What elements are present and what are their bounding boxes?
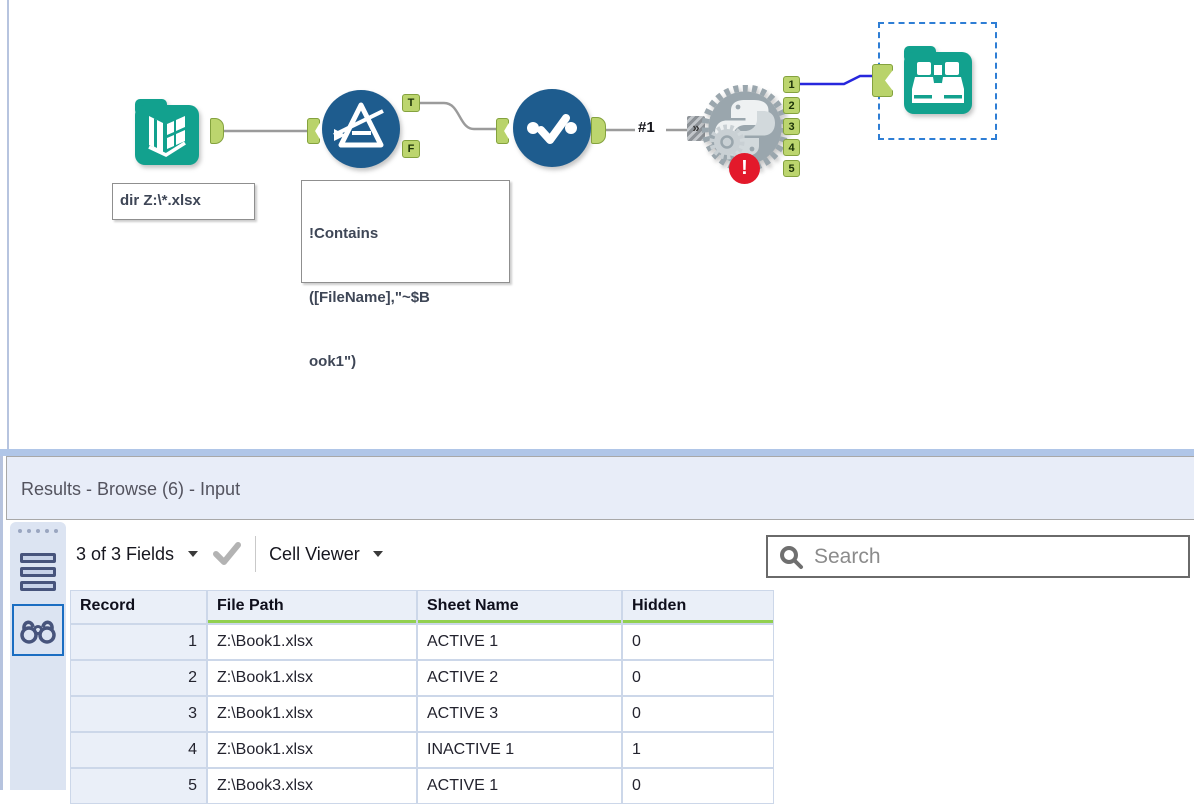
unique-icon xyxy=(513,89,591,167)
browse-tool[interactable] xyxy=(900,44,976,118)
python-output-anchor-5[interactable]: 5 xyxy=(783,160,800,177)
results-toolbar: 3 of 3 Fields Cell Viewer xyxy=(70,524,383,584)
header-underline xyxy=(418,620,621,623)
fields-dropdown[interactable]: 3 of 3 Fields xyxy=(76,543,175,564)
search-box[interactable] xyxy=(766,535,1190,578)
data-cell[interactable]: INACTIVE 1 xyxy=(418,733,621,767)
data-cell[interactable]: 0 xyxy=(623,769,773,803)
filter-annotation-line-2: ([FileName],"~$B xyxy=(309,289,430,306)
search-icon xyxy=(780,545,803,569)
record-number-cell[interactable]: 5 xyxy=(71,769,206,803)
wire-python-to-browse-selected[interactable] xyxy=(800,74,872,86)
column-header-sheet-name[interactable]: Sheet Name xyxy=(418,591,621,623)
data-cell[interactable]: 1 xyxy=(623,733,773,767)
filter-tool[interactable] xyxy=(322,90,400,168)
column-header-hidden[interactable]: Hidden xyxy=(623,591,773,623)
data-cell[interactable]: Z:\Book3.xlsx xyxy=(208,769,416,803)
data-cell[interactable]: ACTIVE 3 xyxy=(418,697,621,731)
record-number-cell[interactable]: 4 xyxy=(71,733,206,767)
binoculars-icon xyxy=(20,620,56,644)
python-error-badge[interactable]: ! xyxy=(729,153,760,184)
results-sidebar xyxy=(10,522,66,790)
filter-annotation[interactable]: !Contains ([FileName],"~$B ook1") xyxy=(301,180,510,370)
search-input[interactable] xyxy=(814,544,1144,569)
column-header-file-path[interactable]: File Path xyxy=(208,591,416,623)
data-cell[interactable]: 0 xyxy=(623,697,773,731)
panel-splitter[interactable] xyxy=(0,449,1194,456)
data-cell[interactable]: Z:\Book1.xlsx xyxy=(208,625,416,659)
filter-true-anchor[interactable]: T xyxy=(402,94,420,112)
toolbar-separator xyxy=(255,536,257,572)
apply-check-icon[interactable] xyxy=(212,541,242,567)
workflow-canvas[interactable]: T F #1 » ! 1 2 3 4 5 xyxy=(0,0,1194,449)
unique-tool[interactable] xyxy=(513,89,591,167)
data-cell[interactable]: ACTIVE 2 xyxy=(418,661,621,695)
python-output-anchor-4[interactable]: 4 xyxy=(783,139,800,156)
fields-caret-icon[interactable] xyxy=(188,551,199,557)
record-number-cell[interactable]: 2 xyxy=(71,661,206,695)
sidebar-drag-handle[interactable] xyxy=(10,522,66,533)
python-input-anchor[interactable]: » xyxy=(687,116,705,141)
filter-input-anchor[interactable] xyxy=(307,118,320,144)
connection-label[interactable]: #1 xyxy=(638,119,655,136)
input-data-icon xyxy=(135,99,199,165)
python-output-anchor-1[interactable]: 1 xyxy=(783,76,800,93)
cell-viewer-dropdown[interactable]: Cell Viewer xyxy=(269,543,360,564)
data-cell[interactable]: Z:\Book1.xlsx xyxy=(208,697,416,731)
filter-false-anchor[interactable]: F xyxy=(402,140,420,158)
browse-input-anchor[interactable] xyxy=(872,64,893,97)
python-output-anchor-3[interactable]: 3 xyxy=(783,118,800,135)
unique-output-anchor[interactable] xyxy=(591,117,606,144)
record-number-cell[interactable]: 1 xyxy=(71,625,206,659)
results-title-bar: Results - Browse (6) - Input xyxy=(6,456,1194,520)
header-underline xyxy=(623,620,773,623)
connection-wires-layer xyxy=(224,74,872,133)
list-icon xyxy=(20,553,56,563)
filter-annotation-line-1: !Contains xyxy=(309,225,379,242)
header-underline xyxy=(208,620,416,623)
python-output-anchor-2[interactable]: 2 xyxy=(783,97,800,114)
filter-annotation-line-3: ook1") xyxy=(309,353,357,370)
metadata-view-button[interactable] xyxy=(20,550,56,594)
data-cell[interactable]: 0 xyxy=(623,625,773,659)
data-cell[interactable]: Z:\Book1.xlsx xyxy=(208,661,416,695)
canvas-left-border xyxy=(7,0,9,449)
filter-icon xyxy=(322,90,400,168)
browse-icon xyxy=(904,46,972,114)
results-panel: Results - Browse (6) - Input 3 of 3 Fiel… xyxy=(0,456,1194,804)
browse-view-button[interactable] xyxy=(12,604,64,656)
wire-filter-true-to-unique[interactable] xyxy=(420,101,496,131)
input-data-tool[interactable] xyxy=(128,93,206,171)
data-cell[interactable]: 0 xyxy=(623,661,773,695)
data-cell[interactable]: Z:\Book1.xlsx xyxy=(208,733,416,767)
data-cell[interactable]: ACTIVE 1 xyxy=(418,769,621,803)
results-left-edge xyxy=(0,456,3,790)
data-cell[interactable]: ACTIVE 1 xyxy=(418,625,621,659)
unique-input-anchor[interactable] xyxy=(496,118,509,144)
input-output-anchor[interactable] xyxy=(210,118,224,144)
results-title: Results - Browse (6) - Input xyxy=(21,479,241,499)
record-number-cell[interactable]: 3 xyxy=(71,697,206,731)
cell-viewer-caret-icon[interactable] xyxy=(372,551,383,557)
column-header-record[interactable]: Record xyxy=(71,591,206,623)
input-annotation[interactable]: dir Z:\*.xlsx xyxy=(112,183,255,220)
